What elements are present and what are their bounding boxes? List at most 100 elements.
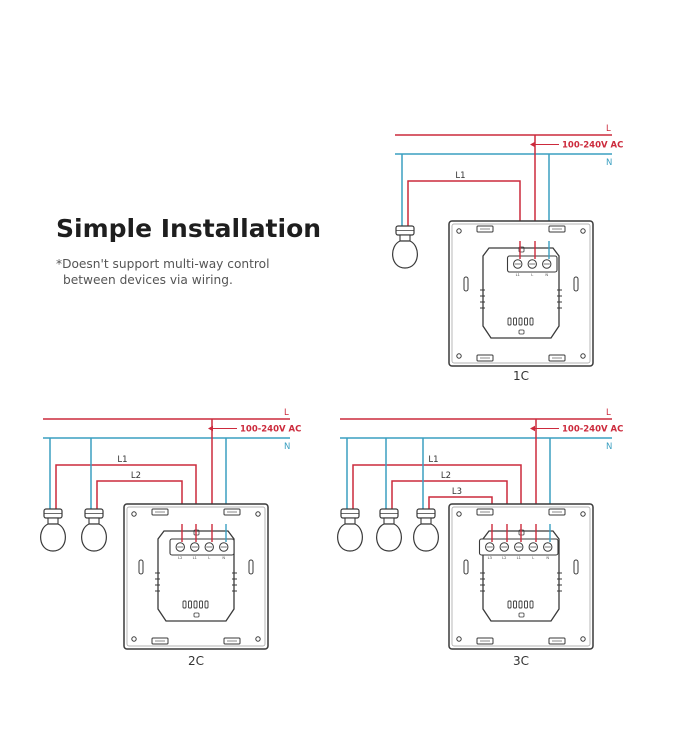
terminal-label: N [546,556,549,560]
light-bulb-icon [337,508,363,552]
bulb-glass [81,523,107,552]
voltage-label: 100-240V AC [240,425,301,435]
terminal-label: L1 [516,273,520,277]
terminal-label: N [222,556,225,560]
terminal-label: L1 [517,556,521,560]
side-latch [248,559,254,575]
bulb-glass [376,523,402,552]
page-title: Simple Installation [56,214,322,243]
terminal-label: L1 [193,556,197,560]
light-bulb-icon [81,508,107,552]
neutral-label: N [284,442,290,452]
vent-slot [518,317,523,326]
circuit-label: L1 [117,455,127,465]
bulb-glass [40,523,66,552]
terminal-label: L [531,273,533,277]
vent-slot [529,317,534,326]
vent-slot [524,317,528,326]
note-line-2: between devices via wiring. [63,273,233,287]
bulb-neck [88,517,100,525]
light-bulb-icon [392,225,418,269]
bulb-neck [399,234,411,242]
light-bulb-icon [376,508,402,552]
terminal-label: L3 [488,556,492,560]
terminal-label: L2 [502,556,506,560]
screw-hole-icon [131,636,137,642]
live-label: L [284,408,289,418]
screw-hole-icon [580,228,586,234]
screw-hole-icon [580,636,586,642]
screw-hole-icon [255,636,261,642]
arrow-left-icon [530,141,535,148]
vent-slot [513,600,517,609]
screw-hole-icon [131,511,137,517]
arrow-left-icon [208,425,213,432]
side-latch [573,276,579,292]
panel-inner-edge [451,506,591,647]
live-label: L [606,124,611,134]
light-bulb-icon [413,508,439,552]
circuit-label: L1 [455,171,465,181]
arrow-left-icon [530,425,535,432]
installation-note: *Doesn't support multi-way control betwe… [56,256,270,288]
terminal-label: L [208,556,210,560]
circuit-label: L2 [441,471,451,481]
neutral-label: N [606,442,612,452]
live-label: L [606,408,611,418]
terminal-block [169,538,235,556]
bulb-glass [392,240,418,269]
side-latch [463,559,469,575]
diagram-caption: 3C [513,654,529,668]
screw-hole-icon [580,511,586,517]
terminal-label: L2 [178,556,182,560]
diagram-caption: 1C [513,369,529,383]
bulb-neck [383,517,395,525]
bulb-glass [337,523,363,552]
side-latch [463,276,469,292]
vent-slot [513,317,517,326]
vent-slot [529,600,534,609]
screw-hole-icon [456,636,462,642]
side-latch [573,559,579,575]
module-top-notch [518,246,525,253]
vent-slot [193,600,198,609]
bulb-neck [420,517,432,525]
light-bulb-icon [40,508,66,552]
vent-slot [188,600,192,609]
vent-slot [524,600,528,609]
module-notch [518,612,525,618]
screw-hole-icon [456,353,462,359]
screw-hole-icon [456,511,462,517]
vent-slot [507,317,512,326]
voltage-label: 100-240V AC [562,425,623,435]
screw-hole-icon [580,353,586,359]
screw-hole-icon [255,511,261,517]
panel-inner-edge [451,223,591,364]
screw-hole-icon [456,228,462,234]
switch-panel: L3 L2 L1 L N [448,503,594,650]
circuit-label: L1 [428,455,438,465]
vent-slot [182,600,187,609]
circuit-label: L3 [452,487,462,497]
terminal-label: L [532,556,534,560]
vent-slot [199,600,203,609]
switch-panel: L1 L N [448,220,594,367]
vent-slot [507,600,512,609]
side-latch [138,559,144,575]
circuit-label: L2 [131,471,141,481]
terminal-label: N [545,273,548,277]
switch-panel: L2 L1 L N [123,503,269,650]
panel-inner-edge [126,506,266,647]
neutral-label: N [606,158,612,168]
bulb-neck [344,517,356,525]
module-notch [193,612,200,618]
note-line-1: *Doesn't support multi-way control [56,257,270,271]
module-notch [518,329,525,335]
vent-slot [204,600,209,609]
vent-slot [518,600,523,609]
voltage-label: 100-240V AC [562,141,623,151]
